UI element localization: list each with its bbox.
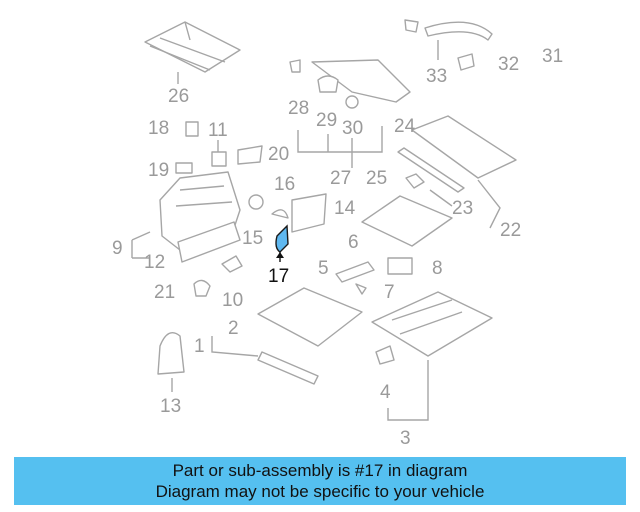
label-7: 7 <box>384 282 395 303</box>
label-23: 23 <box>452 198 473 219</box>
label-30: 30 <box>342 118 363 139</box>
label-32: 32 <box>498 54 519 75</box>
label-4: 4 <box>380 382 391 403</box>
label-6: 6 <box>348 232 359 253</box>
part-small-clips <box>175 121 263 174</box>
part-24-rear-panel <box>397 115 517 229</box>
label-17: 17 <box>268 266 289 287</box>
label-28: 28 <box>288 98 309 119</box>
parts-diagram: 26 33 32 31 28 29 30 27 24 18 11 20 19 1… <box>112 19 563 449</box>
label-14: 14 <box>334 198 356 219</box>
banner-line-1: Part or sub-assembly is #17 in diagram <box>172 461 468 480</box>
label-31: 31 <box>542 46 563 67</box>
part-10-21 <box>193 255 243 297</box>
label-9: 9 <box>112 238 123 259</box>
part-5-floor-panel <box>257 287 363 347</box>
part-27-upper-panel <box>289 59 411 168</box>
label-13: 13 <box>160 396 181 417</box>
label-25: 25 <box>366 168 387 189</box>
label-16: 16 <box>274 174 295 195</box>
part-3-floor-tray <box>371 291 493 421</box>
label-2: 2 <box>228 318 239 339</box>
label-19: 19 <box>148 160 169 181</box>
label-3: 3 <box>400 428 411 449</box>
label-29: 29 <box>316 110 337 131</box>
label-5: 5 <box>318 258 329 279</box>
label-26: 26 <box>168 86 189 107</box>
part-17-highlighted <box>275 224 289 262</box>
label-21: 21 <box>154 282 175 303</box>
part-6-8-7 <box>335 257 413 295</box>
part-25-floor-mat <box>361 195 453 247</box>
label-11: 11 <box>208 120 228 141</box>
part-1-sill <box>211 336 319 385</box>
part-33-trim <box>404 19 493 71</box>
info-banner: Part or sub-assembly is #17 in diagram D… <box>14 457 626 505</box>
label-20: 20 <box>268 144 289 165</box>
label-24: 24 <box>394 116 416 137</box>
banner-line-2: Diagram may not be specific to your vehi… <box>155 482 485 501</box>
label-8: 8 <box>432 258 443 279</box>
part-15-16-14 <box>248 193 327 233</box>
part-26-cargo-cover <box>144 21 241 84</box>
label-12: 12 <box>144 252 165 273</box>
label-33: 33 <box>426 66 447 87</box>
part-9-side-trim <box>131 171 241 263</box>
label-15: 15 <box>242 228 263 249</box>
label-22: 22 <box>500 220 521 241</box>
label-18: 18 <box>148 118 169 139</box>
label-27: 27 <box>330 168 351 189</box>
part-13-side-panel <box>157 332 185 392</box>
label-10: 10 <box>222 290 243 311</box>
label-1: 1 <box>194 336 205 357</box>
